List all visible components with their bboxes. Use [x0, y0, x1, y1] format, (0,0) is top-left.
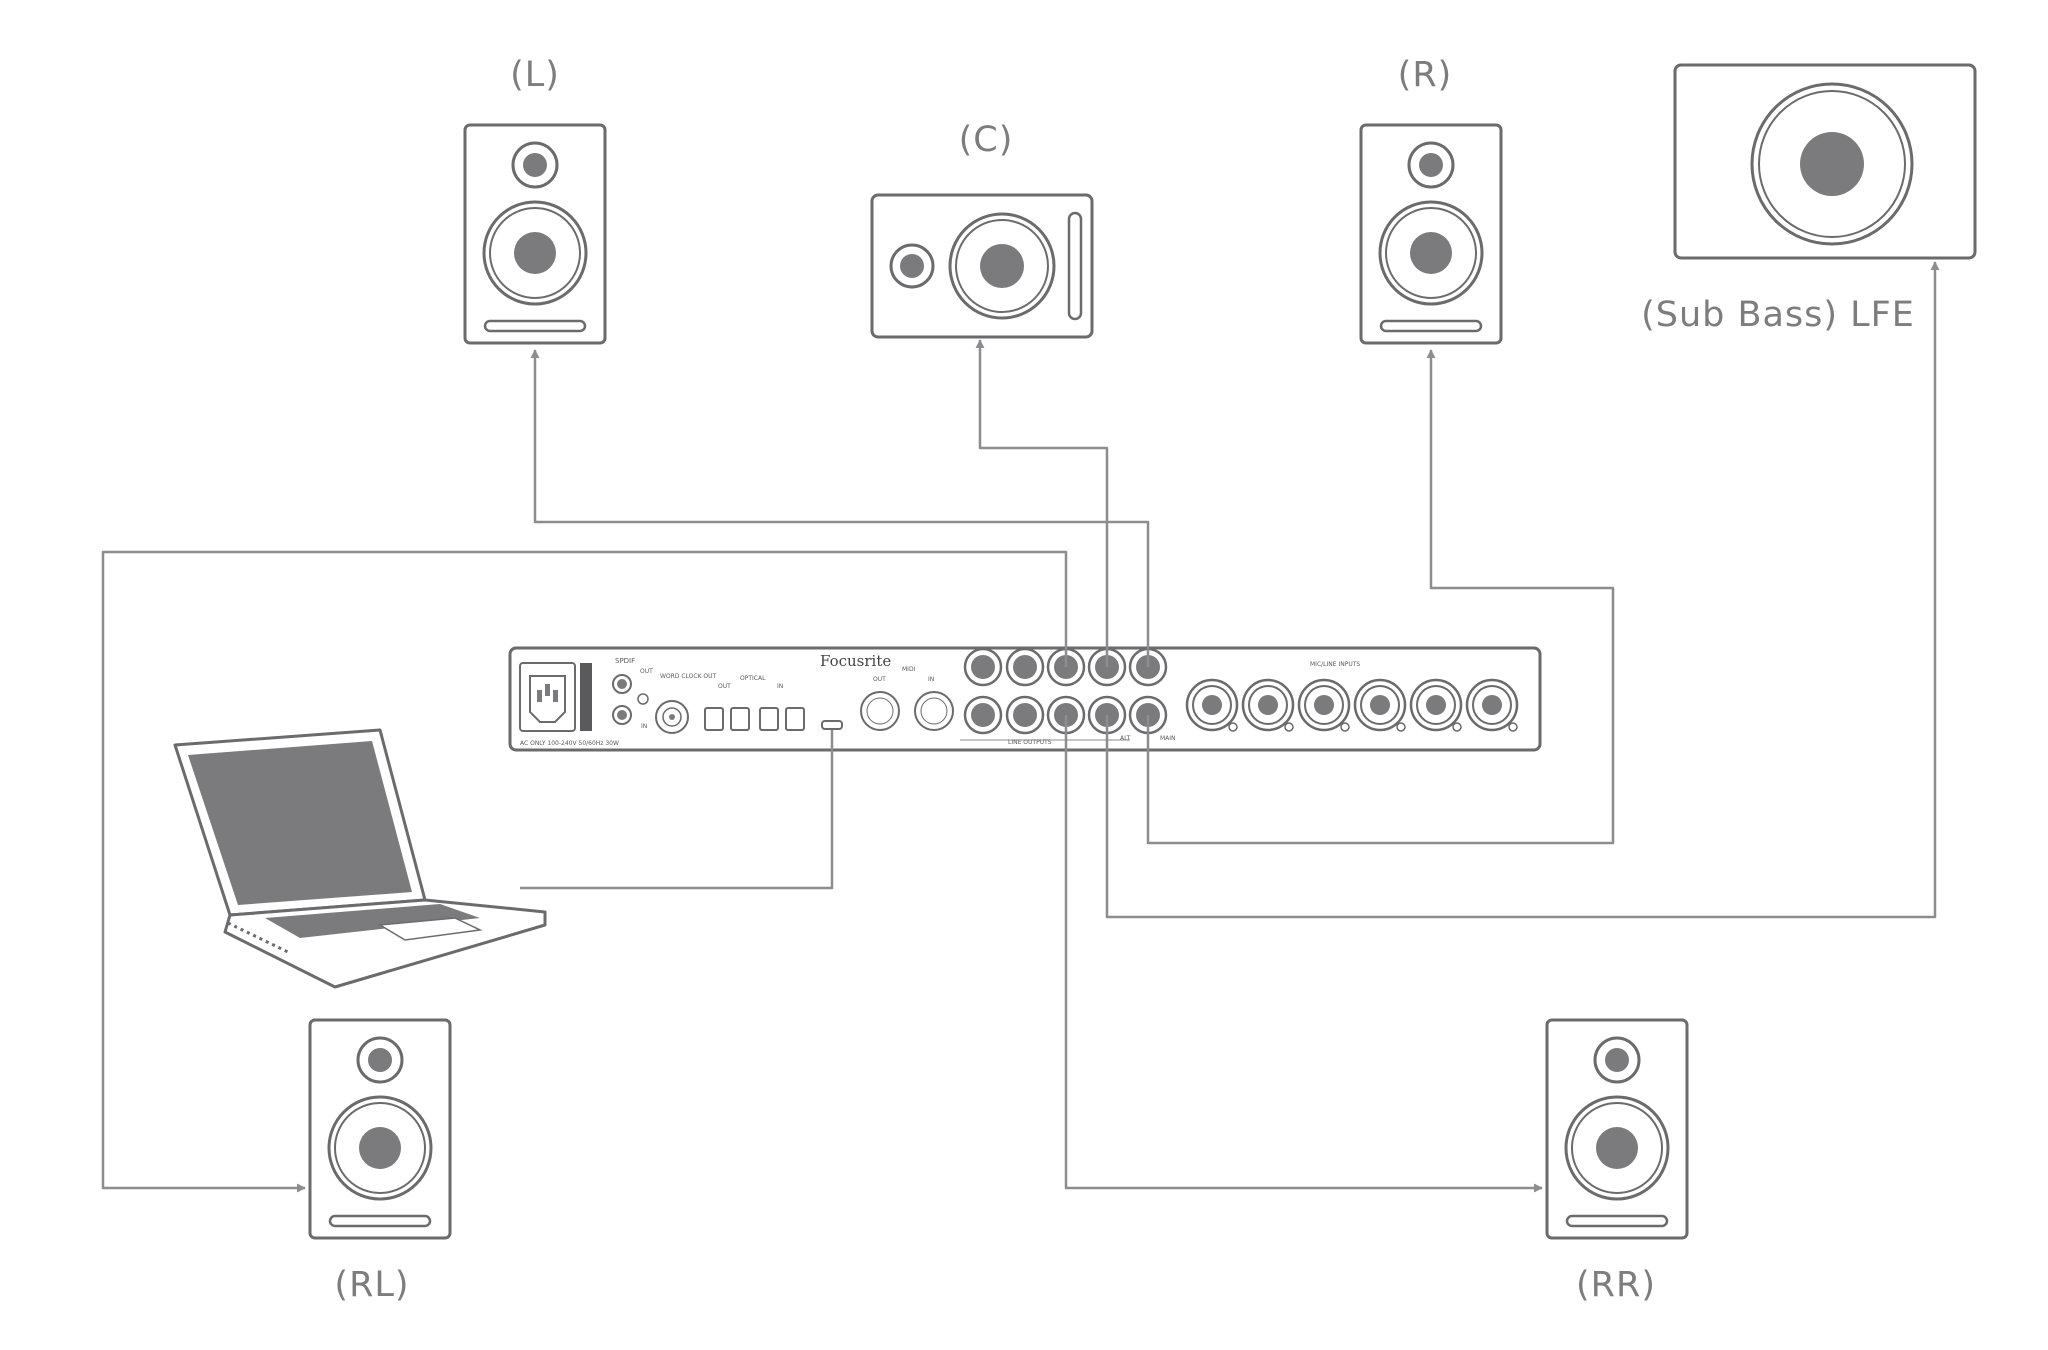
- cable-to-sub: [1105, 261, 1940, 919]
- usb-port: [821, 720, 843, 730]
- alt-label: ALT: [1120, 735, 1131, 742]
- word-clock-label: WORD CLOCK OUT: [660, 673, 717, 680]
- main-label: MAIN: [1160, 735, 1176, 742]
- cable-to-right: [1146, 349, 1615, 845]
- midi-in-label: IN: [928, 676, 934, 683]
- center-speaker: [870, 193, 1094, 339]
- laptop: [173, 728, 547, 989]
- subwoofer-label: (Sub Bass) LFE: [1641, 295, 1915, 335]
- rear-left-speaker-label: (RL): [334, 1265, 410, 1305]
- line-outputs-label: LINE OUTPUTS: [1008, 739, 1052, 746]
- rear-right-speaker-label: (RR): [1576, 1265, 1656, 1305]
- midi-label: MIDI: [902, 666, 916, 673]
- right-speaker: [1359, 123, 1503, 345]
- rear-left-speaker: [308, 1018, 452, 1240]
- midi-out-label: OUT: [873, 676, 886, 683]
- brand-logo: Focusrite: [820, 652, 891, 670]
- cable-to-left: [530, 349, 1150, 667]
- right-speaker-label: (R): [1397, 55, 1453, 95]
- rear-right-speaker: [1545, 1018, 1689, 1240]
- connection-lines: [101, 261, 1940, 1193]
- subwoofer: [1673, 63, 1977, 260]
- spdif-out-label: OUT: [640, 668, 653, 675]
- cable-to-rear-left: [101, 550, 1068, 1193]
- optical-in-label: IN: [777, 683, 783, 690]
- spdif-label: SPDIF: [615, 657, 635, 665]
- center-speaker-label: (C): [958, 120, 1014, 160]
- cable-to-center: [975, 339, 1109, 667]
- power-label: AC ONLY 100-240V 50/60Hz 30W: [520, 740, 619, 747]
- usb-cable: [520, 730, 834, 890]
- optical-ports: [704, 707, 805, 731]
- audio-interface: AC ONLY 100-240V 50/60Hz 30W SPDIF OUT I…: [508, 646, 1542, 752]
- left-speaker: [463, 123, 607, 345]
- optical-out-label: OUT: [718, 683, 731, 690]
- cable-to-rear-right: [1064, 715, 1543, 1193]
- power-socket: AC ONLY 100-240V 50/60Hz 30W: [519, 662, 619, 747]
- left-speaker-label: (L): [510, 55, 560, 95]
- mic-line-inputs-label: MIC/LINE INPUTS: [1310, 661, 1360, 668]
- optical-label: OPTICAL: [740, 675, 766, 682]
- spdif-in-label: IN: [641, 723, 647, 730]
